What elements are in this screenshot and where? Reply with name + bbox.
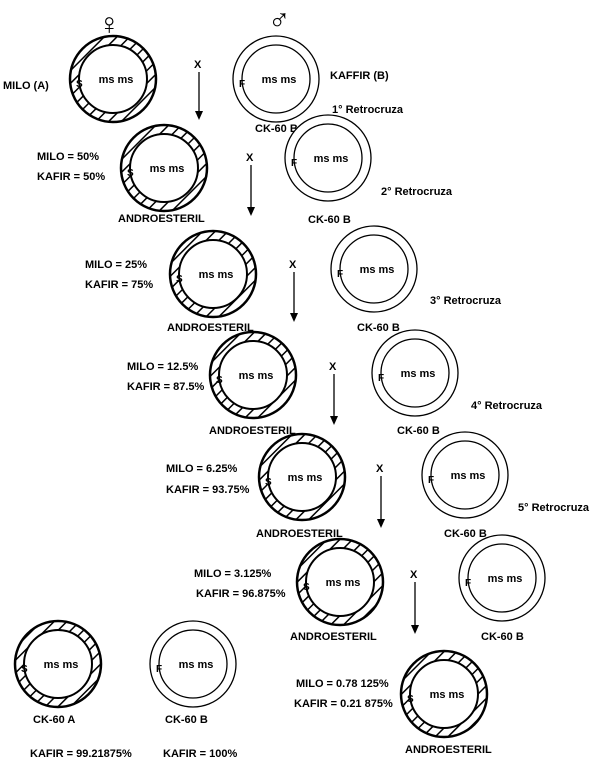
backcross-label-5: 5° Retrocruza	[518, 502, 590, 514]
gen3-milo: MILO = 12.5%	[127, 361, 198, 373]
gen3-kafir: KAFIR = 87.5%	[127, 381, 205, 393]
fertile-cytoplasm-label: F	[465, 578, 471, 589]
female-symbol-icon: ♀	[98, 8, 121, 41]
gen6-kafir: KAFIR = 0.21 875%	[294, 698, 393, 710]
fertile-cytoplasm-label: F	[291, 158, 297, 169]
fertile-cytoplasm-label: F	[239, 79, 245, 90]
genotype-label: ms ms	[430, 689, 465, 701]
genotype-label: ms ms	[360, 264, 395, 276]
parent-b-label: KAFFIR (B)	[330, 70, 389, 82]
genotype-label: ms ms	[239, 370, 274, 382]
fertile-cytoplasm-label: F	[378, 373, 384, 384]
plant-circles: ms ms Sms ms Sms ms Sms ms Sms ms Sms ms Sms m…	[13, 34, 546, 739]
sterile-plant-circle: ms ms S	[295, 537, 385, 627]
sterile-cytoplasm-label: S	[303, 582, 310, 593]
cross-arrow: X	[376, 463, 385, 528]
gen2-kafir: KAFIR = 75%	[85, 279, 153, 291]
cross-arrow: X	[329, 361, 338, 425]
genotype-label: ms ms	[199, 269, 234, 281]
fertile-cytoplasm-label: F	[428, 475, 434, 486]
ck60b-label-2: CK-60 B	[357, 322, 400, 334]
sterile-cytoplasm-label: S	[176, 274, 183, 285]
genotype-label: ms ms	[288, 472, 323, 484]
cross-x-label: X	[410, 569, 418, 581]
gen4-milo: MILO = 6.25%	[166, 463, 237, 475]
ck60b-label-5: CK-60 B	[481, 631, 524, 643]
sterile-plant-circle: ms ms S	[208, 330, 298, 420]
fertile-plant-circle: ms ms F	[371, 329, 459, 417]
sterile-plant-circle: ms ms S	[68, 34, 158, 124]
androsterile-label-3: ANDROESTERIL	[209, 425, 296, 437]
male-symbol-icon: ♂	[268, 4, 291, 37]
backcross-label-1: 1° Retrocruza	[332, 104, 404, 116]
ck60b-label-3: CK-60 B	[397, 425, 440, 437]
gen6-milo: MILO = 0.78 125%	[296, 678, 389, 690]
sterile-cytoplasm-label: S	[21, 664, 28, 675]
fertile-plant-circle: ms ms F	[232, 35, 320, 123]
sterile-plant-circle: ms ms S	[257, 432, 347, 522]
genotype-label: ms ms	[488, 573, 523, 585]
cross-arrow: X	[289, 259, 298, 322]
cross-x-label: X	[194, 59, 202, 71]
gen2-milo: MILO = 25%	[85, 259, 147, 271]
cross-arrow: X	[194, 59, 203, 120]
cross-arrow: X	[410, 569, 419, 634]
final-a-name: CK-60 A	[33, 714, 75, 726]
final-b-name: CK-60 B	[165, 714, 208, 726]
fertile-cytoplasm-label: F	[337, 269, 343, 280]
genotype-label: ms ms	[262, 74, 297, 86]
gen1-kafir: KAFIR = 50%	[37, 171, 105, 183]
sterile-plant-circle: ms ms S	[399, 649, 489, 739]
fertile-cytoplasm-label: F	[156, 664, 162, 675]
parent-b-name: CK-60 B	[255, 123, 298, 135]
fertile-plant-circle: ms ms F	[149, 620, 237, 708]
genotype-label: ms ms	[401, 368, 436, 380]
androsterile-label-1: ANDROESTERIL	[118, 213, 205, 225]
cross-x-label: X	[246, 152, 254, 164]
backcross-label-4: 4° Retrocruza	[471, 400, 543, 412]
sterile-cytoplasm-label: S	[216, 375, 223, 386]
gen4-kafir: KAFIR = 93.75%	[166, 484, 250, 496]
sterile-cytoplasm-label: S	[407, 694, 414, 705]
fertile-plant-circle: ms ms F	[458, 534, 546, 622]
backcross-label-3: 3° Retrocruza	[430, 295, 502, 307]
cross-arrows: X X X X X X	[194, 59, 419, 634]
cross-x-label: X	[289, 259, 297, 271]
ck60b-label-1: CK-60 B	[308, 214, 351, 226]
androsterile-label-5: ANDROESTERIL	[290, 631, 377, 643]
genotype-label: ms ms	[451, 470, 486, 482]
cross-arrow: X	[246, 152, 255, 216]
genotype-label: ms ms	[179, 659, 214, 671]
sterile-plant-circle: ms ms S	[13, 619, 103, 709]
cross-x-label: X	[329, 361, 337, 373]
final-b-kafir: KAFIR = 100%	[163, 748, 237, 760]
cross-x-label: X	[376, 463, 384, 475]
sterile-plant-circle: ms ms S	[119, 123, 209, 213]
final-a-kafir: KAFIR = 99.21875%	[30, 748, 132, 760]
ck60b-label-4: CK-60 B	[444, 528, 487, 540]
gen5-milo: MILO = 3.125%	[194, 568, 272, 580]
androsterile-label-4: ANDROESTERIL	[256, 528, 343, 540]
sterile-cytoplasm-label: S	[265, 477, 272, 488]
gen5-kafir: KAFIR = 96.875%	[196, 588, 286, 600]
androsterile-label-2: ANDROESTERIL	[167, 322, 254, 334]
genotype-label: ms ms	[326, 577, 361, 589]
genotype-label: ms ms	[150, 163, 185, 175]
fertile-plant-circle: ms ms F	[421, 431, 509, 519]
fertile-plant-circle: ms ms F	[284, 114, 372, 202]
gen1-milo: MILO = 50%	[37, 151, 99, 163]
sterile-cytoplasm-label: S	[76, 79, 83, 90]
sterile-plant-circle: ms ms S	[168, 229, 258, 319]
sterile-cytoplasm-label: S	[127, 168, 134, 179]
fertile-plant-circle: ms ms F	[330, 225, 418, 313]
genotype-label: ms ms	[314, 153, 349, 165]
genotype-label: ms ms	[99, 74, 134, 86]
genotype-label: ms ms	[44, 659, 79, 671]
backcross-label-2: 2° Retrocruza	[381, 186, 453, 198]
androsterile-label-6: ANDROESTERIL	[405, 744, 492, 756]
parent-a-label: MILO (A)	[3, 80, 49, 92]
